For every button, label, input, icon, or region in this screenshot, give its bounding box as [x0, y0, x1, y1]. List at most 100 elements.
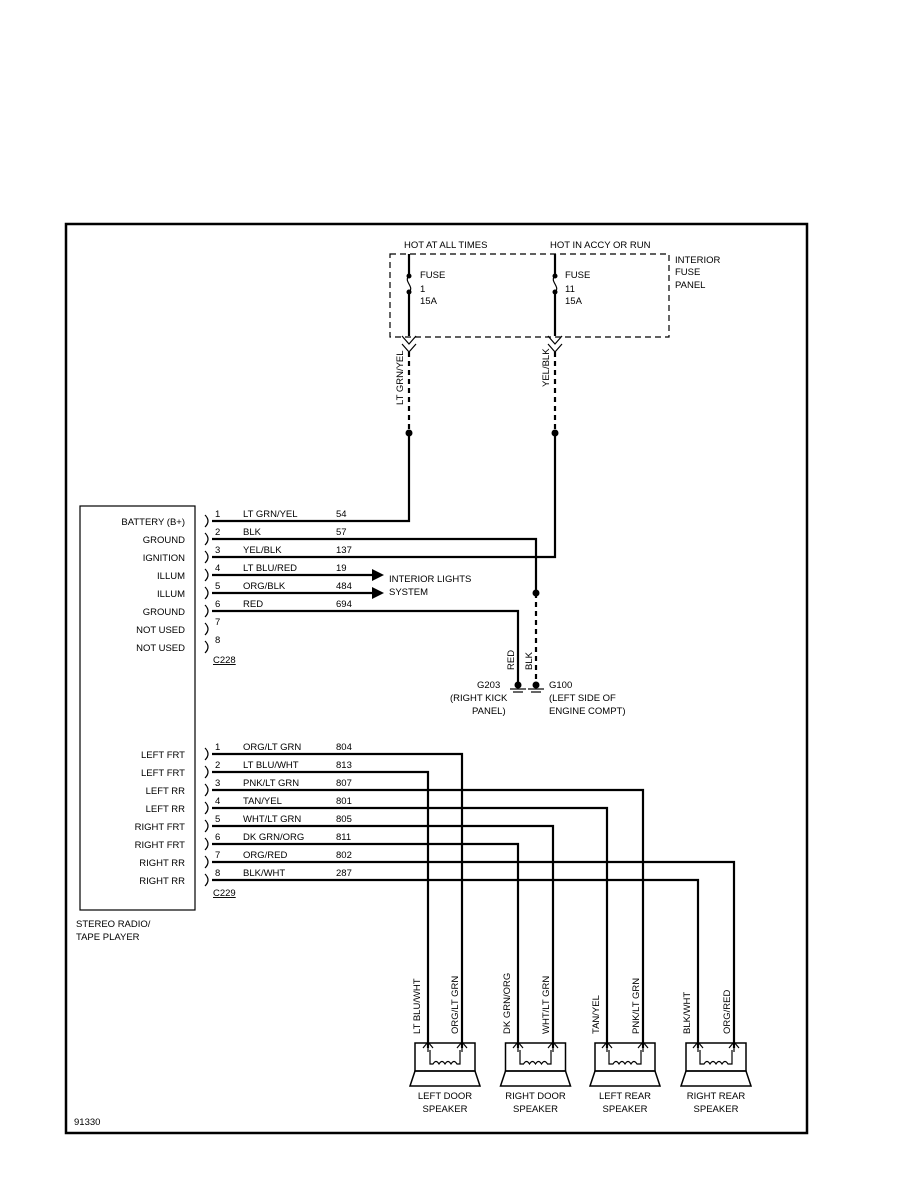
- c229-pin-bracket: [204, 765, 209, 779]
- c228-circuit-number: 484: [336, 581, 352, 592]
- wire-c228-6: [212, 609, 520, 684]
- stereo-radio-box: [79, 505, 196, 911]
- c229-pin-number: 3: [215, 778, 220, 789]
- speaker-name-suffix: SPEAKER: [603, 1104, 648, 1115]
- speaker-coil: [519, 1050, 552, 1066]
- diagram-frame: [64, 222, 809, 1135]
- ground-wire-blk-label: BLK: [524, 651, 535, 670]
- speaker-wire-label: BLK/WHT: [682, 992, 693, 1034]
- c229-wire-color: PNK/LT GRN: [243, 778, 299, 789]
- wire-label-yel-blk-vertical: YEL/BLK: [541, 348, 552, 387]
- radio-label-c229-6: RIGHT FRT: [135, 840, 186, 851]
- c229-pin-number: 4: [215, 796, 220, 807]
- radio-label-c229-5: RIGHT FRT: [135, 822, 186, 833]
- g203-location-1: (RIGHT KICK: [450, 693, 508, 704]
- c229-wire-color: ORG/RED: [243, 850, 287, 861]
- c228-pin-bracket: [204, 568, 209, 582]
- c228-pin-number: 6: [215, 599, 220, 610]
- speaker-wire-label: WHT/LT GRN: [541, 976, 552, 1034]
- ground-section: RED BLK G203 (RIGHT KICK PANEL) G100 (LE…: [450, 650, 626, 717]
- speaker-coil: [429, 1050, 461, 1066]
- interior-lights-label-1: INTERIOR LIGHTS: [389, 574, 471, 585]
- wire-c228-3: [212, 433, 557, 559]
- wire-c228-1: [212, 433, 411, 523]
- c229-pin-number: 5: [215, 814, 220, 825]
- c228-wire-color: BLK: [243, 527, 262, 538]
- c228-pin-bracket: [204, 640, 209, 654]
- speaker-magnet: [504, 1042, 567, 1072]
- fuse-panel-label-3: PANEL: [675, 280, 705, 291]
- fuse-11-rating: 15A: [565, 296, 583, 307]
- ground-g203-point: [514, 681, 522, 689]
- speaker-wire-label: ORG/RED: [722, 990, 733, 1034]
- g203-location-2: PANEL): [472, 706, 506, 717]
- c229-pin-bracket: [204, 819, 209, 833]
- c228-wire-color: LT GRN/YEL: [243, 509, 298, 520]
- radio-label-c229-3: LEFT RR: [146, 786, 186, 797]
- speaker-cone: [499, 1070, 572, 1087]
- c228-wire-color: ORG/BLK: [243, 581, 286, 592]
- interior-lights-label-2: SYSTEM: [389, 587, 428, 598]
- fuse-panel-label-2: FUSE: [675, 267, 700, 278]
- arrow-interior-lights-2: [372, 587, 384, 599]
- c229-pin-number: 1: [215, 742, 220, 753]
- fuse-panel: HOT AT ALL TIMES HOT IN ACCY OR RUN INTE…: [389, 240, 721, 353]
- c228-wire-color: RED: [243, 599, 263, 610]
- speaker-name-suffix: SPEAKER: [694, 1104, 739, 1115]
- fuse-panel-label-1: INTERIOR: [675, 255, 721, 266]
- c229-circuit-number: 804: [336, 742, 352, 753]
- radio-label-c228-6: GROUND: [143, 607, 185, 618]
- figure-number: 91330: [74, 1117, 100, 1128]
- c229-circuit-number: 811: [336, 832, 351, 843]
- c228-pin-number: 1: [215, 509, 220, 520]
- c229-pin-number: 2: [215, 760, 220, 771]
- radio-label-c228-7: NOT USED: [136, 625, 185, 636]
- radio-label-c229-7: RIGHT RR: [139, 858, 185, 869]
- c228-pin-bracket: [204, 604, 209, 618]
- radio-label-c229-4: LEFT RR: [146, 804, 186, 815]
- c228-pin-bracket: [204, 532, 209, 546]
- speaker-magnet: [685, 1042, 747, 1072]
- radio-label-c228-3: IGNITION: [143, 553, 185, 564]
- c229-pin-bracket: [204, 747, 209, 761]
- c228-pin-bracket: [204, 622, 209, 636]
- arrow-interior-lights-1: [372, 569, 384, 581]
- wire-c229-3: [212, 788, 645, 1048]
- fuse-1-label: FUSE: [420, 270, 445, 281]
- speaker-wire-label: DK GRN/ORG: [502, 973, 513, 1034]
- speaker-cone: [588, 1070, 662, 1087]
- c229-circuit-number: 802: [336, 850, 352, 861]
- c228-pin-number: 3: [215, 545, 220, 556]
- fuse-1-rating: 15A: [420, 296, 438, 307]
- c228-circuit-number: 137: [336, 545, 352, 556]
- c228-pin-number: 4: [215, 563, 220, 574]
- fuse-1-number: 1: [420, 284, 425, 295]
- c229-wire-color: ORG/LT GRN: [243, 742, 301, 753]
- wire-c228-2: [212, 537, 538, 593]
- speaker-coil: [608, 1050, 642, 1066]
- c228-circuit-number: 19: [336, 563, 347, 574]
- radio-label-c228-8: NOT USED: [136, 643, 185, 654]
- c229-pin-number: 8: [215, 868, 220, 879]
- radio-terminal-labels: BATTERY (B+)GROUNDIGNITIONILLUMILLUMGROU…: [121, 517, 185, 887]
- c229-pin-number: 6: [215, 832, 220, 843]
- c229-wire-color: TAN/YEL: [243, 796, 282, 807]
- g100-label: G100: [549, 680, 572, 691]
- splice-blk-ground: [532, 589, 540, 597]
- wire-label-lt-grn-yel-vertical: LT GRN/YEL: [395, 350, 406, 405]
- c229-pin-bracket: [204, 855, 209, 869]
- c229-circuit-number: 287: [336, 868, 352, 879]
- c229-label: C229: [213, 888, 236, 899]
- speaker-cone: [679, 1070, 753, 1087]
- speaker-name: LEFT DOOR: [418, 1091, 472, 1102]
- speaker-wire-label: TAN/YEL: [591, 995, 602, 1034]
- c229-circuit-number: 807: [336, 778, 352, 789]
- c229-wire-color: WHT/LT GRN: [243, 814, 301, 825]
- c228-circuit-number: 694: [336, 599, 352, 610]
- c229-circuit-number: 805: [336, 814, 352, 825]
